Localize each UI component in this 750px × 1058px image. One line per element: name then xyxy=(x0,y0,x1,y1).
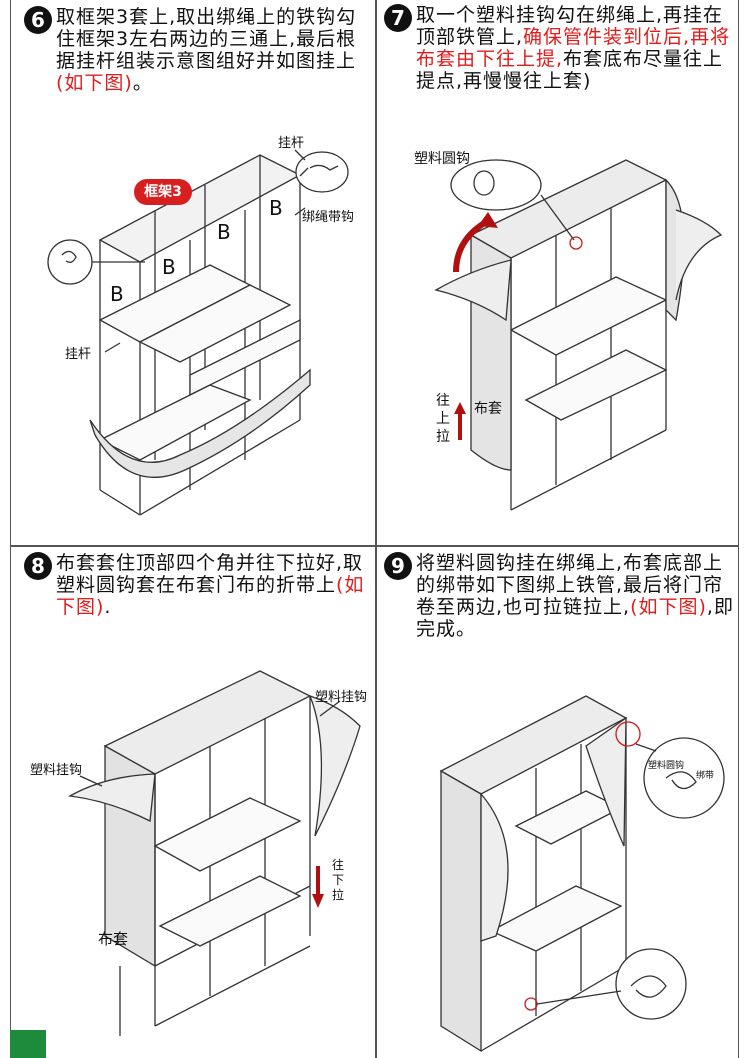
step-red-text: 确保管件装到位后,再将布套由下往上提, xyxy=(416,26,731,70)
plastic-hook-label-right: 塑料挂钩 xyxy=(315,690,368,705)
page-frame xyxy=(10,0,739,1058)
pull-down-label: 往下拉 xyxy=(332,858,345,902)
step-6-instruction: 6 取框架3套上,取出绑绳上的铁钩勾住框架3左右两边的三通上,最后根据挂杆组装示… xyxy=(24,6,372,94)
b-label-2: B xyxy=(162,255,176,279)
step-tail-text: 。 xyxy=(132,72,153,94)
step-red-text: (如下图) xyxy=(56,574,365,618)
step-tail-text: ,即完成。 xyxy=(416,596,734,640)
b-label-4: B xyxy=(269,196,283,220)
pull-up-label: 往上拉 xyxy=(436,393,450,445)
plastic-hook-label-left: 塑料挂钩 xyxy=(30,763,83,778)
step-8-illustration xyxy=(67,670,361,1036)
hanger-rod-label: 挂杆 xyxy=(278,136,305,151)
step-number: 9 xyxy=(384,552,412,580)
step-9-illustration xyxy=(439,695,725,1053)
cover-label: 布套 xyxy=(474,401,502,417)
cover-label: 布套 xyxy=(98,930,129,948)
step-number: 6 xyxy=(24,6,52,34)
step-tail-text: . xyxy=(104,596,112,618)
strap-hook-label: 绑绳带钩 xyxy=(302,210,355,225)
step-number: 8 xyxy=(24,552,52,580)
step-8-instruction: 8 布套套住顶部四个角并往下拉好,取塑料圆钩套在布套门布的折带上(如下图). xyxy=(24,552,372,618)
plastic-ring-hook-label: 塑料圆钩 xyxy=(414,151,470,167)
vertical-divider xyxy=(375,0,377,1058)
b-label-1: B xyxy=(110,282,124,306)
step-tail-text: 布套底布尽量往上提点,再慢慢往上套) xyxy=(416,48,724,92)
step-text: 取框架3套上,取出绑绳上的铁钩勾住框架3左右两边的三通上,最后根据挂杆组装示意图… xyxy=(56,6,357,72)
step-7-instruction: 7 取一个塑料挂钩勾在绑绳上,再挂在顶部铁管上,确保管件装到位后,再将布套由下往… xyxy=(384,4,736,92)
step-9-panel: 9 将塑料圆钩挂在绑绳上,布套底部上的绑带如下图绑上铁管,最后将门帘卷至两边,也… xyxy=(376,546,739,1058)
horizontal-divider xyxy=(10,545,739,547)
strap-detail-label: 绑带 xyxy=(696,771,715,781)
step-red-text: (如下图) xyxy=(630,596,707,618)
hanger-side-label: 挂杆 xyxy=(65,347,92,362)
corner-green-block xyxy=(10,1030,46,1058)
ring-detail-label: 塑料圆钩 xyxy=(648,761,685,771)
step-number: 7 xyxy=(384,4,412,32)
step-text: 将塑料圆钩挂在绑绳上,布套底部上的绑带如下图绑上铁管,最后将门帘卷至两边,也可拉… xyxy=(416,552,724,618)
step-text: 取一个塑料挂钩勾在绑绳上,再挂在顶部铁管上, xyxy=(416,4,724,48)
step-9-instruction: 9 将塑料圆钩挂在绑绳上,布套底部上的绑带如下图绑上铁管,最后将门帘卷至两边,也… xyxy=(384,552,736,640)
frame-3-badge: 框架3 xyxy=(134,179,192,205)
step-6-panel: 6 取框架3套上,取出绑绳上的铁钩勾住框架3左右两边的三通上,最后根据挂杆组装示… xyxy=(10,0,375,545)
step-7-panel: 7 取一个塑料挂钩勾在绑绳上,再挂在顶部铁管上,确保管件装到位后,再将布套由下往… xyxy=(376,0,739,545)
step-8-panel: 8 布套套住顶部四个角并往下拉好,取塑料圆钩套在布套门布的折带上(如下图). 塑… xyxy=(10,546,375,1058)
step-7-illustration xyxy=(434,159,723,511)
step-6-illustration xyxy=(47,149,349,516)
b-label-3: B xyxy=(217,220,231,244)
step-red-text: (如下图) xyxy=(56,72,133,94)
step-text: 布套套住顶部四个角并往下拉好,取塑料圆钩套在布套门布的折带上 xyxy=(56,552,364,596)
